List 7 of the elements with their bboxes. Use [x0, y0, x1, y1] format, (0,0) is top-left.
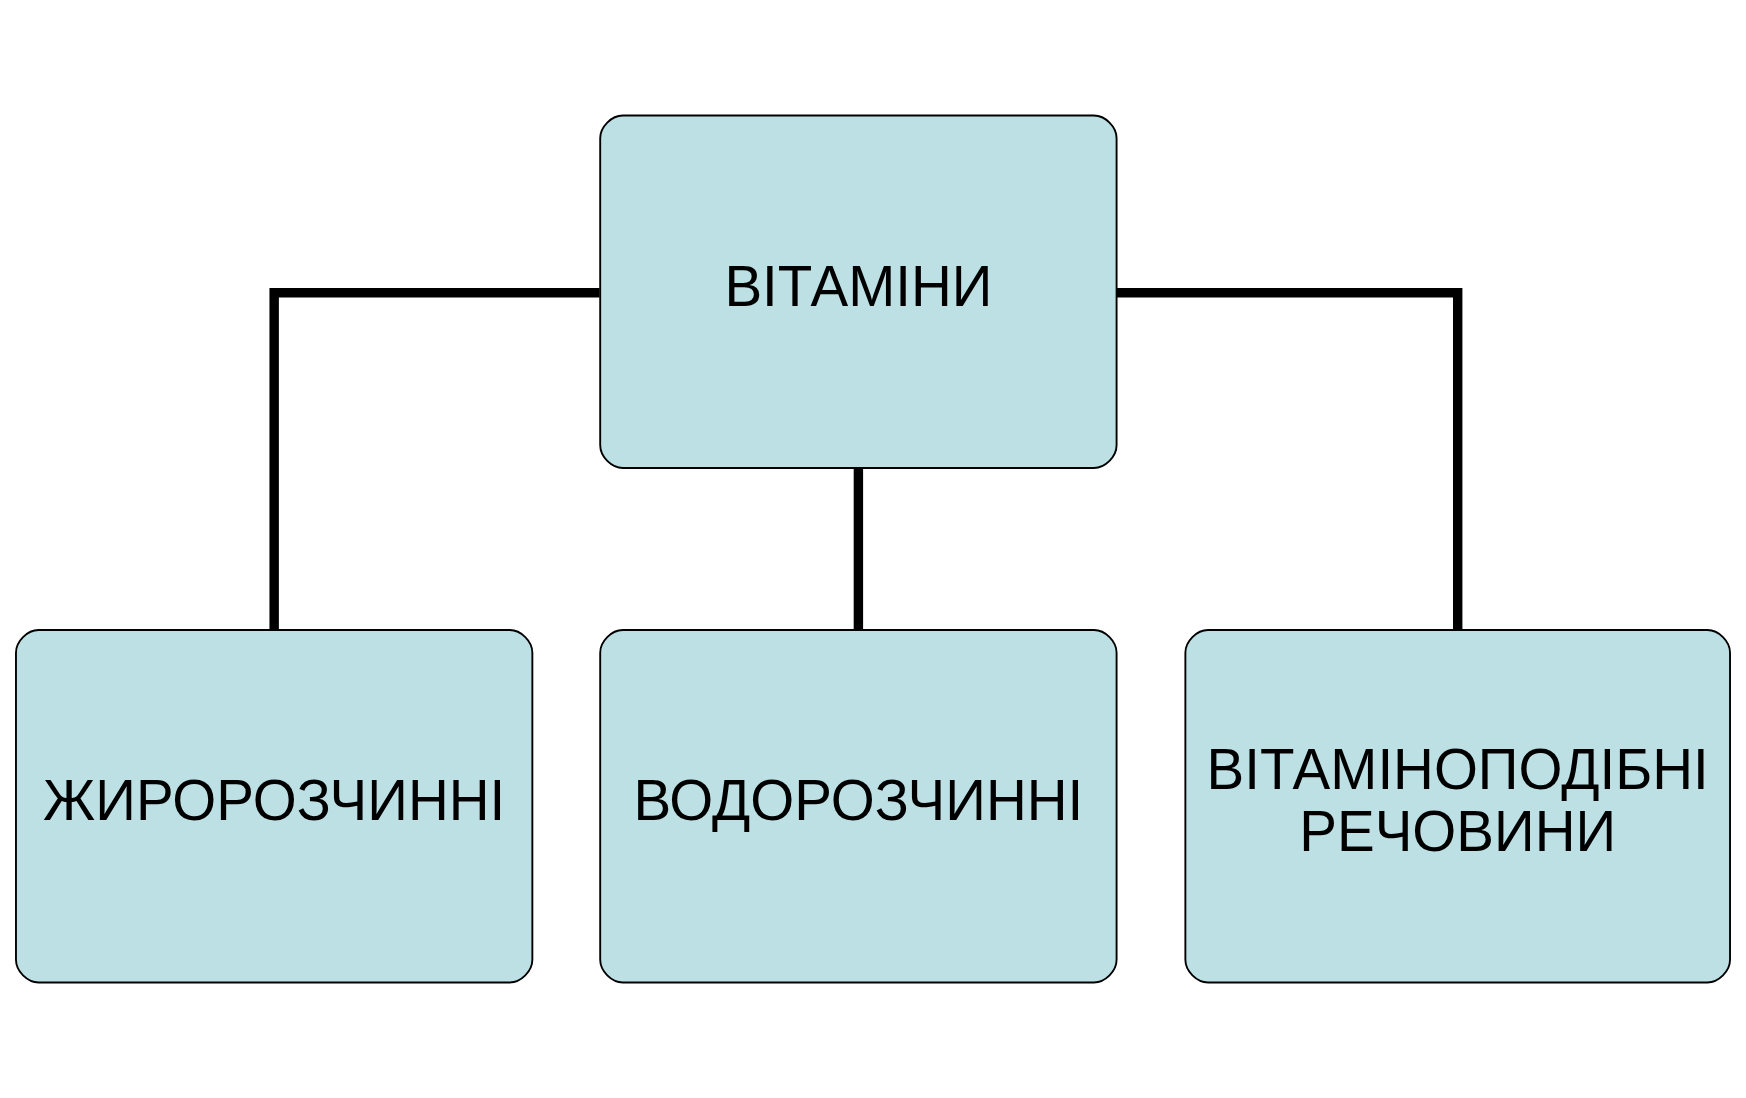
connector: [853, 468, 864, 630]
connector: [269, 288, 600, 630]
node-box: ВІТАМІНИ: [599, 114, 1118, 469]
node-box: ЖИРОРОЗЧИННІ: [15, 629, 534, 984]
node-box: ВІТАМІНОПОДІБНІ РЕЧОВИНИ: [1184, 629, 1731, 984]
connector: [1116, 288, 1463, 630]
node-box: ВОДОРОЗЧИННІ: [599, 629, 1118, 984]
